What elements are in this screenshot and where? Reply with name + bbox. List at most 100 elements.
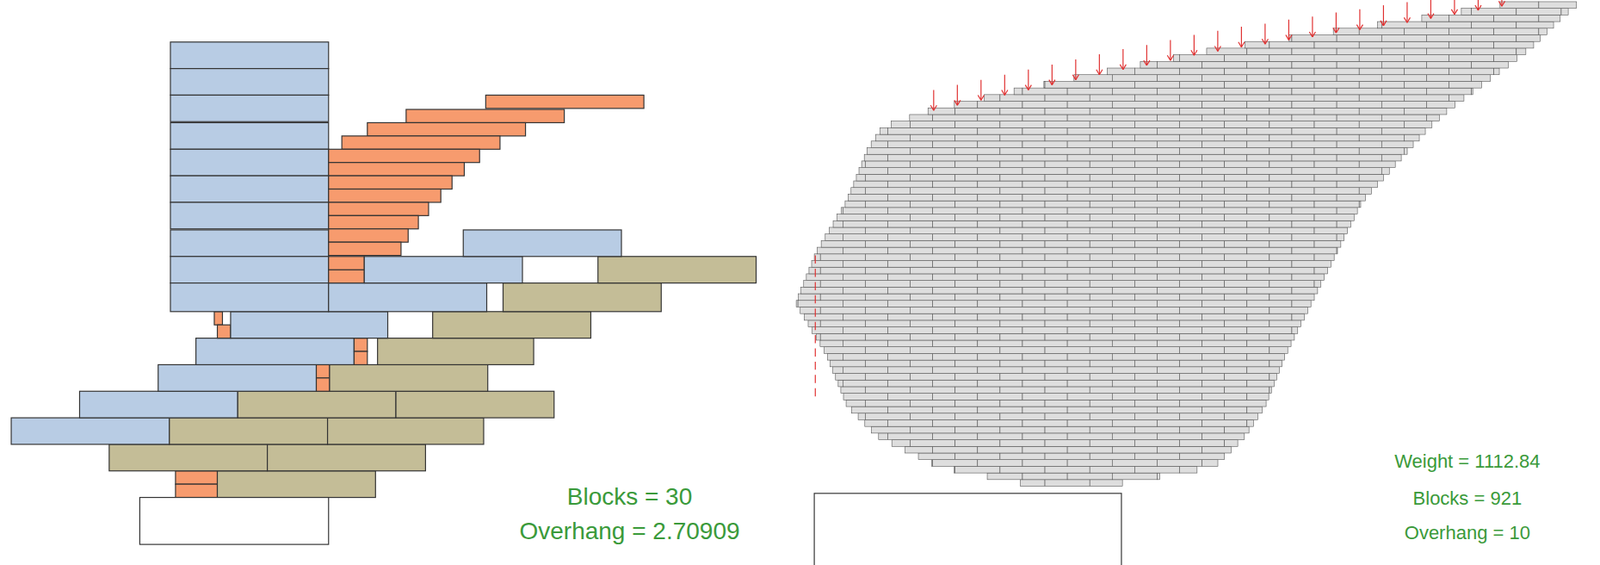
thin-block	[1000, 426, 1045, 433]
thin-block	[1044, 266, 1090, 274]
thin-block	[1156, 379, 1202, 387]
thin-block	[1022, 154, 1068, 161]
thin-block	[1134, 214, 1180, 222]
thin-block	[1067, 366, 1112, 374]
thin-block	[932, 207, 978, 215]
thin-block	[910, 333, 956, 340]
thin-block	[977, 432, 1023, 440]
load-arrow	[980, 80, 982, 101]
thin-block	[825, 234, 844, 241]
thin-block	[1089, 452, 1135, 460]
thin-block	[1179, 67, 1225, 75]
thin-block	[1247, 379, 1275, 387]
thin-block	[1089, 439, 1135, 447]
thin-block	[1020, 479, 1045, 487]
thin-block	[1134, 134, 1180, 142]
thin-block	[1044, 121, 1090, 129]
thin-block	[1089, 148, 1135, 155]
thin-block	[1089, 121, 1135, 129]
load-arrow	[1193, 34, 1195, 56]
thin-block	[1314, 80, 1360, 88]
thin-block	[1000, 413, 1045, 421]
load-arrow	[981, 94, 985, 100]
thin-block	[955, 227, 1001, 235]
thin-block	[977, 193, 1023, 201]
thin-block	[1381, 141, 1414, 149]
thin-block	[803, 280, 821, 288]
stat-label: Overhang = 10	[1404, 522, 1531, 544]
thin-block	[910, 266, 956, 274]
load-arrow	[1027, 69, 1029, 91]
load-arrow	[1451, 9, 1455, 15]
load-arrow	[1099, 54, 1100, 75]
thin-block	[820, 293, 865, 301]
thin-block	[1067, 286, 1112, 294]
thin-block	[932, 180, 978, 188]
thin-block	[1224, 293, 1270, 301]
thin-block	[1044, 306, 1090, 314]
thin-block	[1494, 67, 1500, 75]
thin-block	[1111, 472, 1157, 480]
thin-block	[955, 306, 1001, 314]
thin-block	[1359, 200, 1361, 208]
thin-block	[955, 346, 1001, 354]
thin-block	[932, 393, 978, 401]
thin-block	[955, 200, 1001, 208]
thin-block	[977, 273, 1023, 281]
thin-block	[864, 160, 910, 168]
thin-block	[1426, 21, 1471, 29]
thin-block	[1179, 346, 1225, 354]
thin-block	[1202, 141, 1248, 149]
thin-block	[1111, 247, 1157, 254]
thin-block	[1179, 320, 1225, 328]
thin-block	[1022, 207, 1068, 215]
thin-block	[808, 320, 821, 328]
edge-force	[815, 374, 816, 383]
thin-block	[842, 300, 888, 308]
load-arrow	[1403, 17, 1408, 23]
thin-block	[1314, 55, 1360, 62]
thin-block	[1449, 14, 1495, 22]
thin-block	[1269, 306, 1308, 314]
load-arrow	[932, 90, 934, 112]
thin-block	[864, 320, 910, 328]
thin-block	[1156, 300, 1202, 308]
thin-block	[1089, 253, 1135, 261]
thin-block	[1000, 439, 1045, 447]
thin-block	[1044, 134, 1090, 142]
thin-block	[1224, 280, 1270, 288]
thin-block	[1156, 327, 1202, 334]
thin-block	[1000, 134, 1045, 142]
thin-block	[1179, 266, 1225, 274]
thin-block	[1111, 207, 1157, 215]
thin-block	[887, 234, 933, 241]
thin-block	[800, 306, 821, 314]
thin-block	[1269, 67, 1315, 75]
thin-block	[1291, 286, 1318, 294]
thin-block	[853, 180, 889, 188]
thin-block	[955, 293, 1001, 301]
thin-block	[1022, 193, 1068, 201]
thin-block	[1202, 101, 1248, 109]
thin-block	[1134, 373, 1180, 381]
thin-block	[1247, 141, 1292, 149]
thin-block	[1336, 127, 1382, 135]
thin-block	[887, 154, 933, 161]
load-arrow	[1453, 0, 1455, 15]
thin-block	[1224, 359, 1270, 367]
thin-block	[830, 359, 866, 367]
load-arrow	[1193, 49, 1198, 56]
block	[170, 122, 329, 149]
thin-block	[910, 399, 956, 407]
thin-block	[1179, 227, 1225, 235]
thin-block	[1291, 260, 1331, 268]
thin-block	[1247, 193, 1292, 201]
load-arrow	[1359, 24, 1364, 31]
thin-block	[910, 386, 956, 394]
block	[485, 94, 644, 108]
thin-block	[1291, 220, 1337, 228]
block	[502, 283, 662, 312]
thin-block	[835, 373, 866, 381]
block	[237, 390, 396, 418]
block	[406, 109, 565, 123]
